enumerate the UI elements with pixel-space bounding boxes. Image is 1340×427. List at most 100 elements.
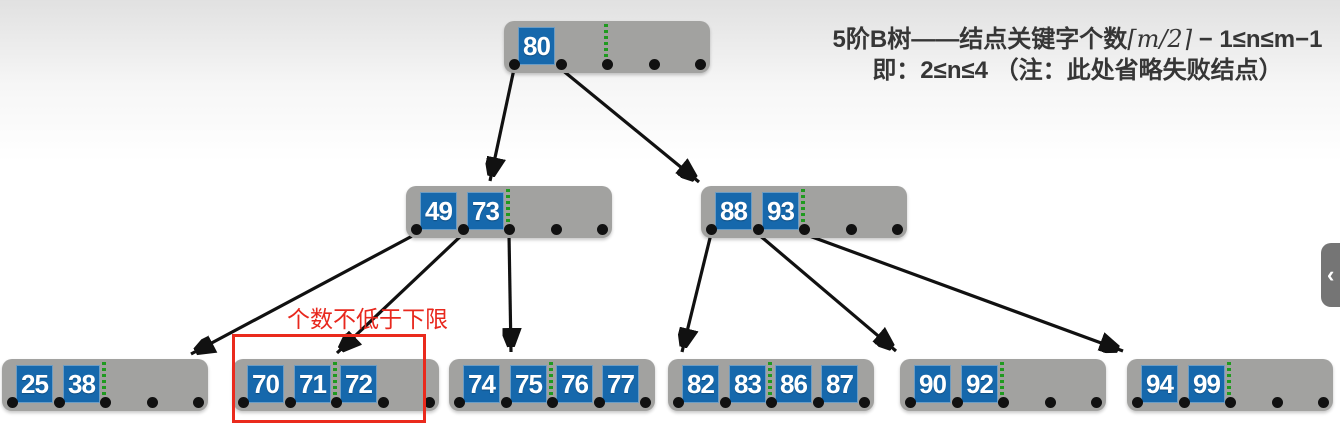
title-line-1: 5阶B树——结点关键字个数⌈m/2⌉ − 1≤n≤m−1 [815,24,1340,55]
btree-key: 88 [715,192,752,230]
min-keys-divider [333,362,337,406]
edge-root-to-right [559,67,699,182]
highlight-box [232,334,426,423]
pointer-dot [331,397,342,408]
pointer-dot [547,397,558,408]
btree-node-90-92: 90 92 [900,359,1106,411]
btree-node-root: 80 [504,21,710,73]
btree-key: 25 [16,365,53,403]
btree-key: 77 [602,365,639,403]
btree-node-74-75-76-77: 74 75 76 77 [449,359,655,411]
pointer-dot [1272,397,1283,408]
pointer-dot [952,397,963,408]
pointer-dot [892,224,903,235]
pointer-dot [285,397,296,408]
pointer-dot [1045,397,1056,408]
btree-key: 83 [729,365,766,403]
pointer-dot [602,59,613,70]
min-keys-divider [102,362,106,406]
pointer-dot [640,397,651,408]
title-math-ceil: ⌈m/2⌉ [1127,25,1193,53]
pointer-dot [504,224,515,235]
pointer-dot [673,397,684,408]
pointer-dot [998,397,1009,408]
pointer-dot [551,224,562,235]
btree-key: 86 [775,365,812,403]
btree-key: 82 [682,365,719,403]
pointer-dot [597,224,608,235]
edge-right-to-leaf4 [682,233,713,353]
pointer-dot [193,397,204,408]
pointer-dot [556,59,567,70]
pointer-dot [238,397,249,408]
min-keys-divider [604,24,608,68]
min-keys-divider [1227,362,1231,406]
min-keys-divider [549,362,553,406]
btree-key: 93 [762,192,799,230]
title-line1-suffix: − 1≤n≤m−1 [1192,26,1323,53]
pointer-dot [509,59,520,70]
btree-key: 74 [463,365,500,403]
btree-key: 75 [510,365,547,403]
pointer-dot [454,397,465,408]
btree-node-49-73: 49 73 [406,186,612,238]
btree-key: 90 [914,365,951,403]
btree-node-70-71-72: 70 71 72 [233,359,439,411]
pointer-dot [1318,397,1329,408]
pointer-dot [766,397,777,408]
btree-key: 71 [294,365,331,403]
btree-key: 87 [821,365,858,403]
pointer-dot [695,59,706,70]
pointer-dot [846,224,857,235]
pointer-dot [720,397,731,408]
btree-key: 38 [63,365,100,403]
annotation-label: 个数不低于下限 [287,306,448,332]
min-keys-divider [506,189,510,233]
pointer-dot [147,397,158,408]
btree-key: 99 [1188,365,1225,403]
pointer-dot [813,397,824,408]
pointer-dot [594,397,605,408]
btree-key: 70 [247,365,284,403]
pointer-dot [54,397,65,408]
title-line-2: 即：2≤n≤4 （注：此处省略失败结点） [872,57,1283,84]
pointer-dot [1132,397,1143,408]
chevron-left-icon: ‹ [1327,262,1335,287]
pointer-dot [458,224,469,235]
btree-key: 80 [518,27,555,65]
pointer-dot [1225,397,1236,408]
pointer-dot [424,397,435,408]
btree-node-25-38: 25 38 [2,359,208,411]
edge-right-to-leaf6 [803,232,1124,351]
pointer-dot [706,224,717,235]
min-keys-divider [801,189,805,233]
btree-node-82-83-86-87: 82 83 86 87 [668,359,874,411]
pointer-dot [799,224,810,235]
min-keys-divider [768,362,772,406]
pointer-dot [100,397,111,408]
btree-node-94-99: 94 99 [1127,359,1333,411]
pointer-dot [378,397,389,408]
title-block: 5阶B树——结点关键字个数⌈m/2⌉ − 1≤n≤m−1 即：2≤n≤4 （注：… [815,24,1340,86]
btree-key: 49 [420,192,457,230]
btree-key: 94 [1141,365,1178,403]
btree-key: 92 [961,365,998,403]
btree-key: 73 [467,192,504,230]
btree-node-88-93: 88 93 [701,186,907,238]
pointer-dot [1179,397,1190,408]
pointer-dot [753,224,764,235]
edge-left-to-leaf3 [509,233,511,353]
pointer-dot [859,397,870,408]
edge-right-to-leaf5 [756,232,896,351]
edge-root-to-left [490,68,516,182]
pointer-dot [501,397,512,408]
pointer-dot [905,397,916,408]
pointer-dot [1091,397,1102,408]
collapse-panel-button[interactable]: ‹ [1321,243,1340,307]
min-keys-divider [1000,362,1004,406]
btree-key: 76 [556,365,593,403]
pointer-dot [649,59,660,70]
title-line1-prefix: 5阶B树——结点关键字个数 [832,26,1128,53]
pointer-dot [411,224,422,235]
